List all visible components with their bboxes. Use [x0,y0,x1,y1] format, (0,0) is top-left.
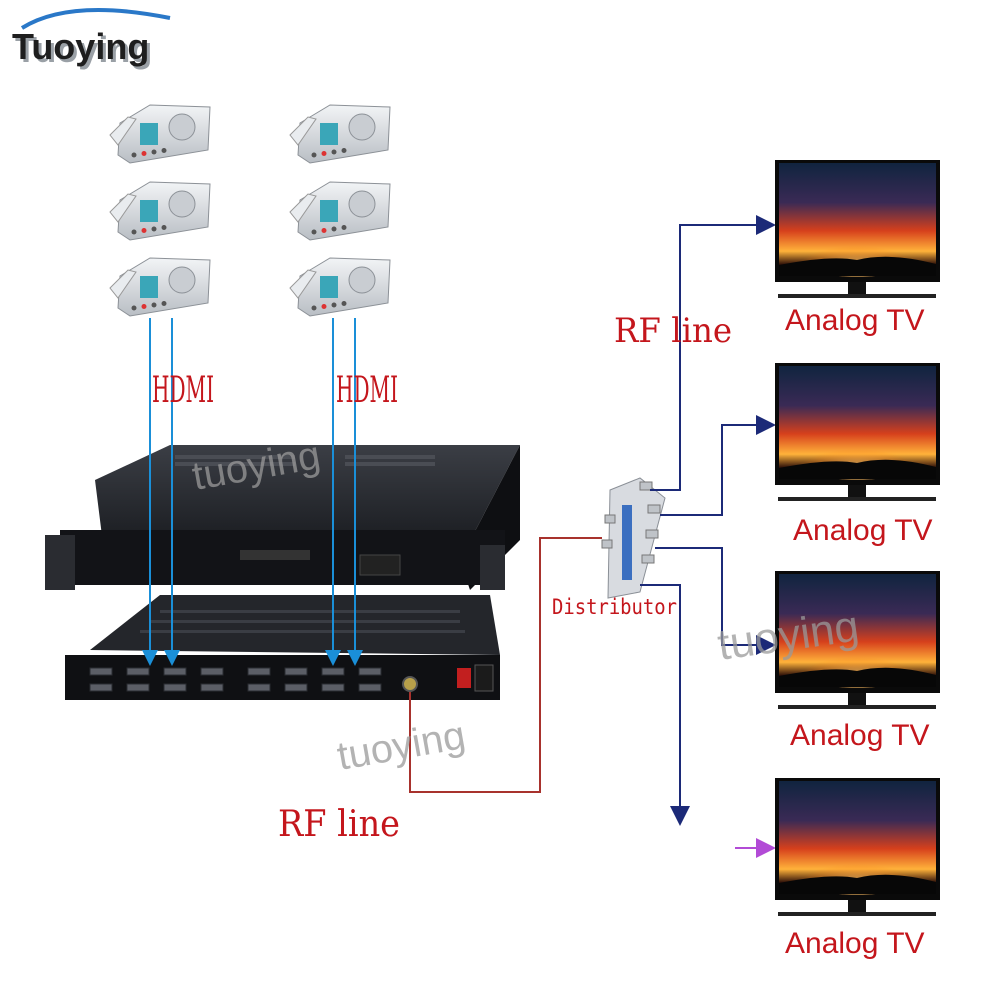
remote-control-icon [109,116,137,146]
hdmi-port [284,667,308,676]
remote-control-icon [109,193,137,223]
hdmi-port [247,667,271,676]
set-top-box [109,181,211,241]
hdmi-port [89,683,113,692]
tv-stand [848,900,866,912]
rf-output-port [402,676,418,692]
hdmi-port [321,667,345,676]
tv-label: Analog TV [785,304,925,337]
tv-label: Analog TV [790,719,930,752]
hdmi-label-left: HDMI [152,370,214,411]
tv-stand [848,693,866,705]
remote-control-icon [289,116,317,146]
set-top-box [289,104,391,164]
hdmi-port [247,683,271,692]
set-top-box [109,104,211,164]
logo-text-shadow: Tuoying [15,29,152,70]
rf-output-lines [640,215,776,826]
remote-control-icon [289,193,317,223]
brand-logo: Tuoying Tuoying [12,8,171,70]
rf-input-line [409,537,602,793]
power-switch [457,668,471,688]
encoder-chassis-top [45,445,520,590]
remote-control-icon [109,269,137,299]
set-top-box-group [109,104,391,317]
analog-tv: Analog TV [775,571,940,752]
hdmi-lines [142,318,363,666]
hdmi-port [163,683,187,692]
hdmi-port-panel [89,667,382,692]
hdmi-port [321,683,345,692]
hdmi-port [284,683,308,692]
rf-line-label-bottom: RF line [278,804,400,845]
hdmi-port [126,683,150,692]
tv-stand [848,282,866,294]
analog-tv: Analog TV [775,160,940,337]
hdmi-port [358,683,382,692]
rf-line-label-top: RF line [614,311,732,351]
watermark-2: tuoying [334,713,469,779]
distributor-label: Distributor [552,595,677,619]
logo-text: Tuoying [12,26,149,67]
analog-tv: Analog TV [775,778,940,960]
hdmi-port [358,667,382,676]
analog-tv-group: Analog TV Analog TV Analog TV Analog TV [775,160,940,960]
remote-control-icon [289,269,317,299]
vent-grille [175,455,435,466]
hdmi-port [126,667,150,676]
hdmi-port [200,683,224,692]
tv-label: Analog TV [793,514,933,547]
set-top-box [289,181,391,241]
distributor-device [601,477,666,599]
hdmi-port [163,667,187,676]
set-top-box [109,257,211,317]
tv-stand [848,485,866,497]
set-top-box [289,257,391,317]
analog-tv: Analog TV [775,363,940,547]
hdmi-port [89,667,113,676]
tv-label: Analog TV [785,927,925,960]
encoder-chassis-front [65,595,500,700]
hdmi-port [200,667,224,676]
logo-swoosh [20,8,171,30]
power-socket [474,664,494,692]
hdmi-label-right: HDMI [336,370,398,411]
